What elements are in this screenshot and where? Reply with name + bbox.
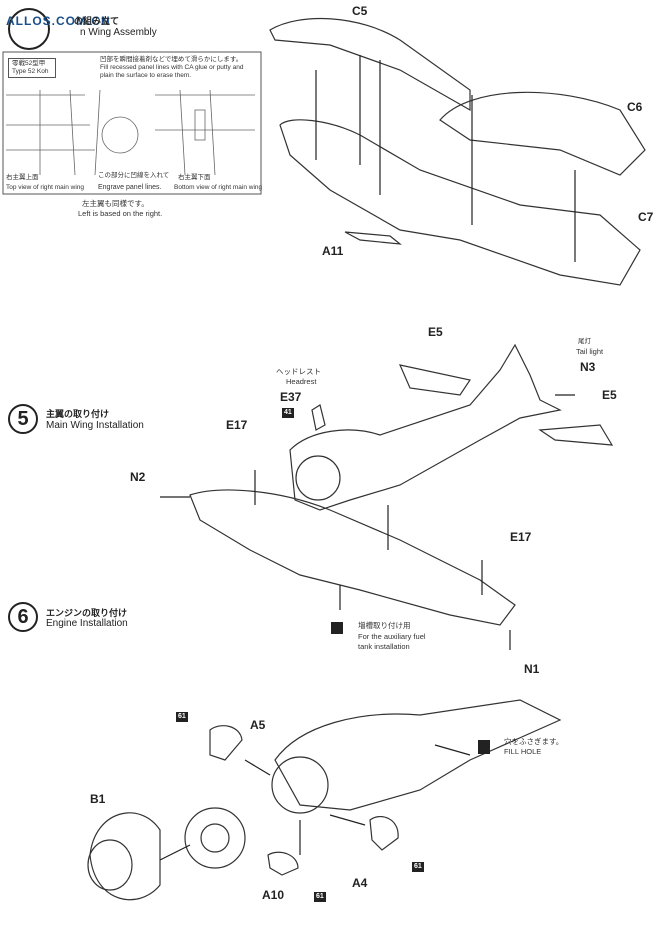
step5-number: 5 — [8, 404, 38, 434]
aux-tank-note-jp: 増槽取り付け用 — [358, 621, 411, 630]
step4-inset-box — [2, 51, 262, 195]
top-view-en: Top view of right main wing — [6, 184, 85, 191]
cowling-opening — [87, 839, 133, 891]
step5-title-en: Main Wing Installation — [46, 420, 144, 431]
bottom-view-en: Bottom view of right main wing — [174, 184, 263, 191]
step4-title-jp: の組み立て — [74, 16, 120, 26]
main-wing-step5 — [189, 489, 516, 626]
upper-wing-c6 — [439, 91, 646, 176]
part-label-n1: N1 — [524, 662, 540, 676]
part-label-c6: C6 — [627, 100, 643, 114]
tail-light-jp: 尾灯 — [578, 338, 591, 345]
fill-hole-jp: 穴をふさぎます。 — [504, 737, 564, 746]
part-label-n3: N3 — [580, 360, 596, 374]
engine-mount-ring — [271, 756, 329, 814]
part-label-a11: A11 — [322, 244, 344, 258]
engine-radial — [184, 807, 246, 869]
fill-hole-en: FILL HOLE — [504, 747, 542, 756]
left-wing-note-en: Left is based on the right. — [78, 209, 163, 218]
engrave-note-jp: この部分に凹線を入れて — [98, 172, 170, 179]
headrest-en: Headrest — [286, 377, 317, 386]
part-label-a4: A4 — [352, 876, 368, 890]
engine-hub — [200, 823, 230, 853]
step5-title-jp: 主翼の取り付け — [46, 409, 110, 419]
step4-number-circle — [8, 8, 50, 50]
type-tag: 零戦52型甲 Type 52 Koh — [8, 58, 56, 78]
top-view-jp: 右主翼上面 — [6, 174, 39, 181]
fuselage-step6 — [274, 699, 562, 811]
part-label-n2: N2 — [130, 470, 146, 484]
part-label-e5-right: E5 — [602, 388, 617, 402]
fill-hole-icon — [478, 740, 490, 754]
part-a11-shape — [344, 231, 402, 245]
drill-icon — [331, 622, 343, 634]
aux-tank-note-en2: tank installation — [358, 642, 410, 651]
lower-wing-c7 — [279, 119, 641, 286]
step6-title-jp: エンジンの取り付け — [46, 608, 128, 618]
fill-panel-note: 凹部を瞬間接着剤などで埋めて滑らかにします。Fill recessed pane… — [100, 56, 244, 79]
part-label-e5-top: E5 — [428, 325, 443, 339]
bottom-view-jp: 右主翼下面 — [178, 174, 211, 181]
exhaust-a5 — [209, 725, 243, 761]
part-label-e17-right: E17 — [510, 530, 532, 544]
part-label-e37: E37 — [280, 390, 302, 404]
badge-61-a5: 61 — [176, 712, 188, 722]
engrave-note-en: Engrave panel lines. — [98, 184, 162, 191]
part-label-e17-left: E17 — [226, 418, 248, 432]
exhaust-a10 — [267, 851, 299, 876]
badge-61-a4: 61 — [412, 862, 424, 872]
aux-tank-note-en1: For the auxiliary fuel — [358, 632, 426, 641]
fuselage-step5 — [289, 343, 562, 511]
headrest-jp: ヘッドレスト — [276, 367, 321, 376]
badge-61-a10: 61 — [314, 892, 326, 902]
step6-arrows — [159, 744, 471, 861]
cowling-b1 — [89, 812, 161, 901]
part-label-c7: C7 — [638, 210, 654, 224]
stabilizer-e5-top — [398, 364, 471, 396]
part-label-b1: B1 — [90, 792, 106, 806]
exhaust-a4 — [369, 816, 399, 851]
step4-arrows — [315, 55, 576, 262]
step4-title-en: n Wing Assembly — [80, 27, 157, 38]
part-label-a10: A10 — [262, 888, 285, 902]
stabilizer-e5-right — [538, 424, 614, 446]
step6-title-en: Engine Installation — [46, 618, 128, 629]
engine-cowling-step5 — [295, 455, 341, 501]
step6-number: 6 — [8, 602, 38, 632]
type-tag-en: Type 52 Koh — [12, 68, 49, 75]
headrest-e37 — [311, 404, 326, 431]
tail-light-en: Tail light — [576, 347, 604, 356]
part-label-c5: C5 — [352, 4, 368, 18]
badge-41: 41 — [282, 408, 294, 418]
wing-detail-sketches — [6, 89, 255, 176]
upper-wing-c5 — [269, 17, 471, 112]
part-label-a5: A5 — [250, 718, 266, 732]
type-tag-jp: 零戦52型甲 — [12, 60, 46, 67]
step5-arrows — [160, 394, 575, 650]
left-wing-note-jp: 左主翼も同様です。 — [82, 199, 149, 208]
watermark: ALLOS.COM.CN — [6, 14, 111, 28]
